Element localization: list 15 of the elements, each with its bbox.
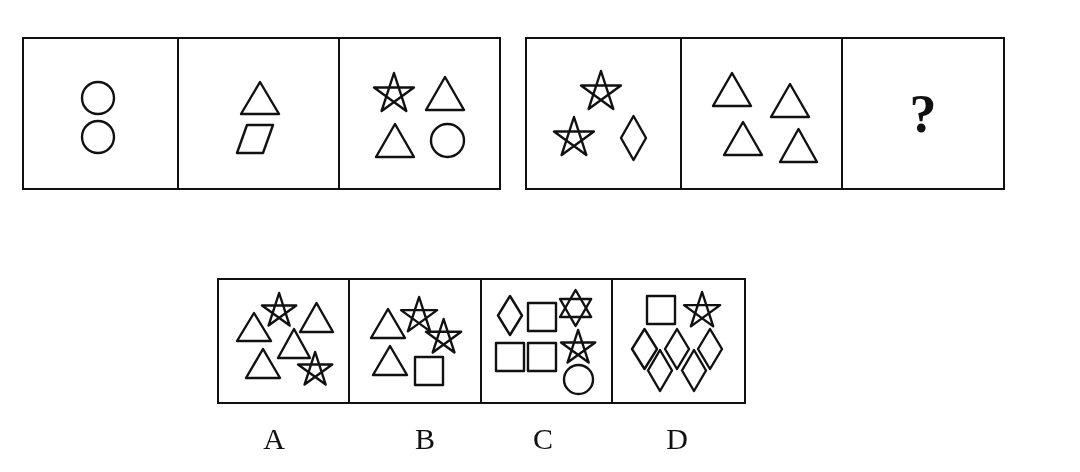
option-cell <box>217 278 350 404</box>
puzzle-cell <box>525 37 682 190</box>
puzzle-cell <box>338 37 501 190</box>
puzzle-cell <box>22 37 179 190</box>
option-cell <box>480 278 613 404</box>
option-letter: B <box>415 424 435 454</box>
option-letter: D <box>666 424 688 454</box>
question-mark: ? <box>909 86 937 141</box>
answer-cell <box>841 37 1005 190</box>
option-letter: A <box>263 424 285 454</box>
option-cell <box>348 278 482 404</box>
puzzle-cell <box>177 37 340 190</box>
option-cell <box>611 278 746 404</box>
puzzle-cell <box>680 37 843 190</box>
option-letter: C <box>533 424 553 454</box>
